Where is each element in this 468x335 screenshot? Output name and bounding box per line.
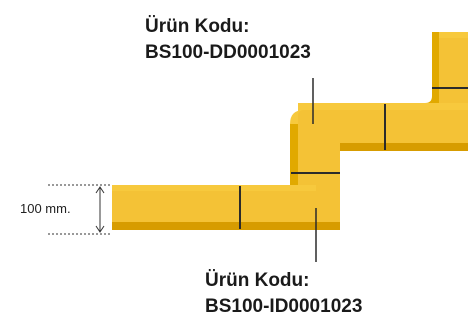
lower-product-code-value: BS100-ID0001023	[205, 296, 363, 317]
middle-horizontal-strip	[298, 103, 468, 151]
upper-product-code-label: Ürün Kodu: BS100-DD0001023	[145, 14, 311, 66]
dimension-indicator	[48, 184, 112, 235]
lower-product-code-label: Ürün Kodu: BS100-ID0001023	[205, 268, 362, 320]
seam-lines	[239, 87, 468, 229]
upper-corner-piece	[425, 32, 468, 103]
leader-lines	[312, 78, 317, 262]
lower-horizontal-strip	[112, 185, 318, 230]
width-dimension-label: 100 mm.	[20, 201, 71, 216]
upper-product-code-value: BS100-DD0001023	[145, 42, 311, 63]
upper-product-code-title: Ürün Kodu:	[145, 16, 250, 37]
lower-product-code-title: Ürün Kodu:	[205, 270, 310, 291]
